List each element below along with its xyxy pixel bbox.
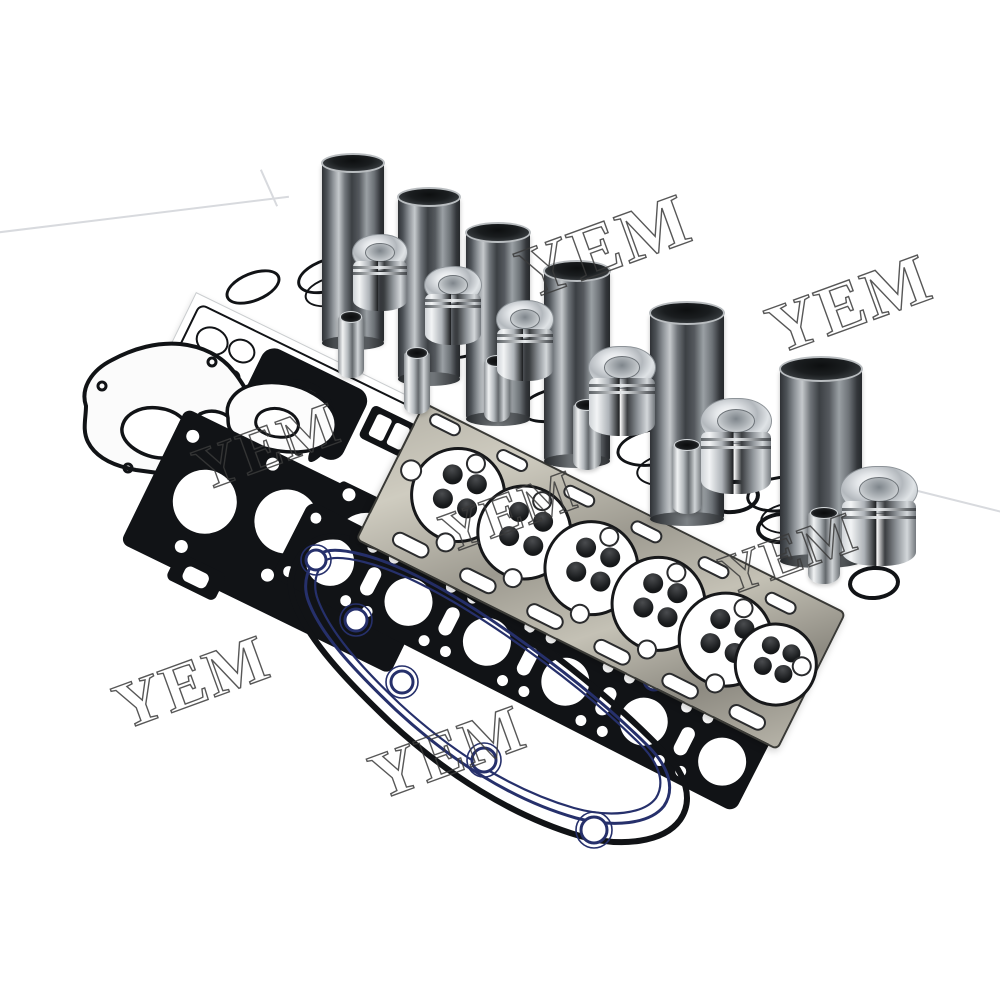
- piston-4-bowl: [604, 356, 640, 379]
- auxiliary-cover-gasket-svg: [225, 380, 338, 454]
- liner-3-bore-rim: [465, 222, 531, 243]
- liner-2-bore-rim: [397, 187, 461, 207]
- piston-1-bowl: [365, 242, 395, 262]
- piston-ring-12: [220, 262, 286, 312]
- piston-2: [424, 266, 482, 348]
- piston-1-ring-groove-b: [353, 272, 407, 276]
- piston-4-ring-groove-a: [589, 383, 655, 387]
- piston-2-ring-groove-b: [425, 305, 481, 309]
- piston-5-ring-groove-b: [701, 446, 771, 449]
- piston-2-skirt: [425, 293, 481, 345]
- coolant-slot-b1: [389, 529, 433, 562]
- piston-1-ring-groove-a: [353, 266, 407, 269]
- auxiliary-cover-gasket: [210, 352, 360, 472]
- piston-5-skirt: [701, 432, 771, 494]
- coolant-slot-t1: [426, 410, 464, 439]
- piston-pin-6: [808, 507, 840, 584]
- piston-pin-5: [672, 439, 702, 514]
- piston-pin-2: [404, 347, 430, 414]
- piston-3: [496, 300, 554, 384]
- piston-5-bowl: [717, 409, 755, 433]
- piston-5-ring-groove-a: [701, 438, 771, 441]
- backdrop-seam-left: [0, 195, 289, 234]
- piston-4: [588, 346, 656, 440]
- piston-1-skirt: [353, 261, 407, 311]
- liner-1-bore-rim: [321, 153, 385, 173]
- piston-6-skirt: [841, 501, 917, 566]
- liner-4-bore-rim: [543, 260, 611, 282]
- piston-6-ring-groove-b: [841, 515, 917, 519]
- liner-5-base: [650, 512, 724, 526]
- coolant-slot-t5: [695, 553, 732, 582]
- piston-3-ring-groove-b: [497, 340, 553, 344]
- piston-3-ring-groove-a: [497, 333, 553, 337]
- coolant-slot-t3: [560, 482, 598, 511]
- piston-5: [700, 398, 772, 498]
- piston-pin-1: [338, 311, 364, 378]
- liner-6-bore-rim: [779, 356, 863, 382]
- liner-5-bore-rim: [649, 301, 725, 325]
- piston-1: [352, 234, 408, 314]
- backdrop-curve: [259, 169, 278, 207]
- coolant-slot-t6: [762, 589, 799, 618]
- piston-6-ring-groove-a: [841, 507, 917, 511]
- piston-4-skirt: [589, 377, 655, 437]
- piston-3-skirt: [497, 328, 553, 381]
- piston-2-ring-groove-a: [425, 298, 481, 302]
- watermark-top-right: YEM: [756, 239, 943, 371]
- piston-4-ring-groove-b: [589, 391, 655, 395]
- piston-6: [840, 466, 918, 570]
- piston-2-bowl: [437, 275, 469, 295]
